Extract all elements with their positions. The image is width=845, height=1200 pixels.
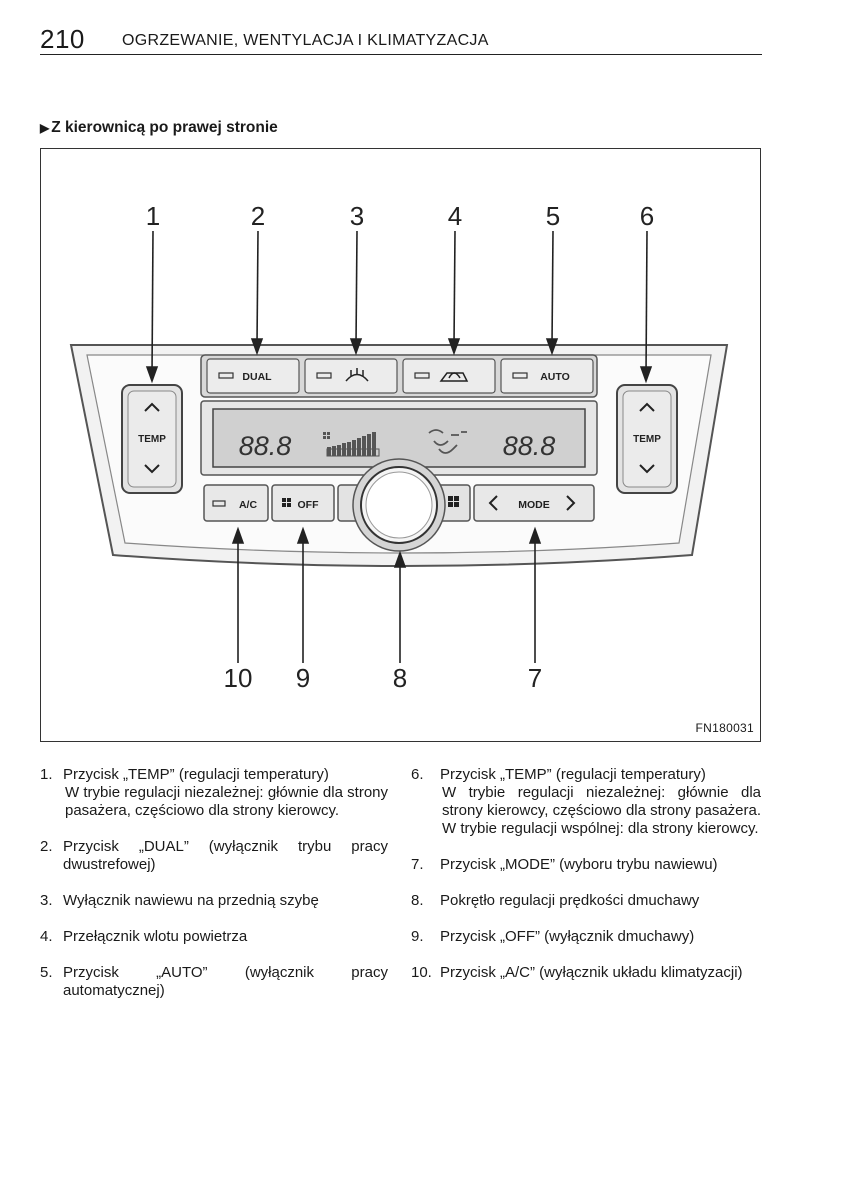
legend-right-column: 6. Przycisk „TEMP” (regulacji temperatur…	[411, 766, 761, 1000]
legend-item: 7. Przycisk „MODE” (wyboru trybu nawiewu…	[411, 856, 761, 874]
callout-10: 10	[224, 663, 253, 693]
dual-label: DUAL	[242, 371, 272, 383]
legend-text: Przycisk „DUAL” (wyłącznik trybu pracy d…	[63, 838, 388, 873]
legend-item: 8. Pokrętło regulacji prędkości dmuchawy	[411, 892, 761, 910]
legend-item: 6. Przycisk „TEMP” (regulacji temperatur…	[411, 766, 761, 838]
legend-text: W trybie regulacji niezależnej: głównie …	[65, 784, 388, 819]
mode-label: MODE	[518, 499, 550, 511]
mode-button[interactable]: MODE	[473, 484, 595, 522]
callout-4: 4	[448, 201, 462, 231]
callout-6: 6	[640, 201, 654, 231]
legend-text: Przycisk „TEMP” (regulacji temperatury)	[63, 766, 329, 783]
callout-5: 5	[546, 201, 560, 231]
auto-label: AUTO	[540, 371, 570, 383]
legend-text: W trybie regulacji wspólnej: dla strony …	[442, 820, 759, 837]
temp-left-label: TEMP	[138, 434, 166, 445]
fan-speed-indicator	[323, 432, 380, 457]
legend-text: Wyłącznik nawiewu na przednią szybę	[63, 892, 319, 909]
legend-number: 4.	[40, 928, 53, 945]
dual-button[interactable]: DUAL	[206, 358, 300, 394]
control-panel-figure: 1 2 3 4 5 6 7 8 9 10 TEMP TEMP	[40, 148, 761, 742]
callout-9: 9	[296, 663, 310, 693]
fan-speed-knob[interactable]	[352, 458, 446, 552]
chapter-title: OGRZEWANIE, WENTYLACJA I KLIMATYZACJA	[122, 32, 489, 49]
fan-speed-icon	[448, 496, 459, 507]
recirculation-icon	[439, 372, 469, 382]
subsection-title: ▶Z kierownicą po prawej stronie	[40, 119, 278, 137]
legend-item: 3. Wyłącznik nawiewu na przednią szybę	[40, 892, 388, 910]
legend-left-column: 1. Przycisk „TEMP” (regulacji temperatur…	[40, 766, 388, 1018]
ac-button[interactable]: A/C	[203, 484, 269, 522]
callout-2: 2	[251, 201, 265, 231]
legend-number: 3.	[40, 892, 53, 909]
fan-off-button[interactable]: OFF	[271, 484, 335, 522]
page-number: 210	[40, 24, 85, 54]
auto-button[interactable]: AUTO	[500, 358, 594, 394]
subsection-title-text: Z kierownicą po prawej stronie	[51, 119, 278, 136]
page-header: 210 OGRZEWANIE, WENTYLACJA I KLIMATYZACJ…	[40, 22, 762, 55]
fan-icon	[282, 498, 291, 507]
legend-number: 9.	[411, 928, 424, 945]
legend-item: 2. Przycisk „DUAL” (wyłącznik trybu prac…	[40, 838, 388, 874]
legend-number: 5.	[40, 964, 53, 981]
legend-text: Przycisk „A/C” (wyłącznik układu klimaty…	[440, 964, 743, 981]
legend-text: Przycisk „AUTO” (wyłącznik pracy automat…	[63, 964, 388, 999]
ac-label: A/C	[239, 499, 258, 511]
callout-7: 7	[528, 663, 542, 693]
temp-right-label: TEMP	[633, 434, 661, 445]
air-inlet-button[interactable]	[402, 358, 496, 394]
off-label: OFF	[298, 499, 320, 511]
callout-1: 1	[146, 201, 160, 231]
triangle-bullet-icon: ▶	[40, 121, 50, 135]
front-defrost-button[interactable]	[304, 358, 398, 394]
legend-text: Przycisk „TEMP” (regulacji temperatury)	[440, 766, 706, 783]
legend-item: 4. Przełącznik wlotu powietrza	[40, 928, 388, 946]
front-defrost-icon	[345, 368, 369, 382]
legend-text: W trybie regulacji niezależnej: głównie …	[442, 784, 762, 819]
climate-panel-illustration: 1 2 3 4 5 6 7 8 9 10 TEMP TEMP	[69, 201, 729, 693]
temp-button-right[interactable]: TEMP	[616, 384, 678, 494]
legend-item: 1. Przycisk „TEMP” (regulacji temperatur…	[40, 766, 388, 820]
legend-number: 2.	[40, 838, 53, 855]
legend-item: 9. Przycisk „OFF” (wyłącznik dmuchawy)	[411, 928, 761, 946]
legend-text: Przycisk „MODE” (wyboru trybu nawiewu)	[440, 856, 718, 873]
callout-3: 3	[350, 201, 364, 231]
temp-button-left[interactable]: TEMP	[121, 384, 183, 494]
display-left-temp: 88.8	[239, 431, 292, 461]
display-right-temp: 88.8	[503, 431, 556, 461]
airflow-mode-indicator-icon	[428, 429, 467, 454]
legend-number: 7.	[411, 856, 424, 873]
legend-number: 8.	[411, 892, 424, 909]
callout-8: 8	[393, 663, 407, 693]
legend-text: Przycisk „OFF” (wyłącznik dmuchawy)	[440, 928, 695, 945]
legend-text: Pokrętło regulacji prędkości dmuchawy	[440, 892, 700, 909]
legend-number: 6.	[411, 766, 424, 783]
legend-item: 5. Przycisk „AUTO” (wyłącznik pracy auto…	[40, 964, 388, 1000]
legend-number: 1.	[40, 766, 53, 783]
legend-number: 10.	[411, 964, 432, 981]
legend-item: 10. Przycisk „A/C” (wyłącznik układu kli…	[411, 964, 761, 982]
figure-code: FN180031	[695, 721, 754, 735]
legend-text: Przełącznik wlotu powietrza	[63, 928, 248, 945]
